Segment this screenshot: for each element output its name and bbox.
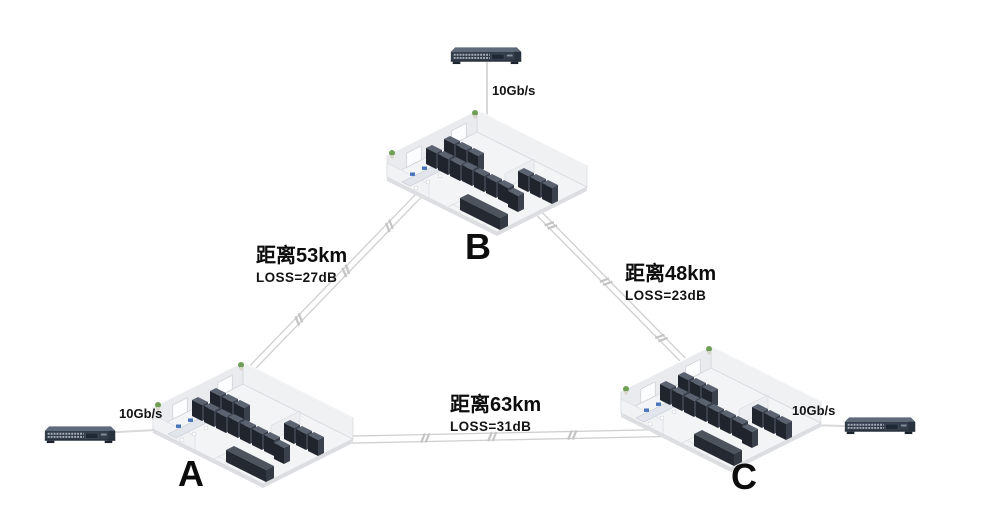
link-label-a-c: 距离63km LOSS=31dB (450, 394, 541, 435)
node-label-a: A (178, 453, 204, 494)
network-switch-b-icon (448, 45, 524, 66)
link-a-c (331, 428, 666, 445)
uplink-rate-a: 10Gb/s (119, 406, 163, 421)
link-label-b-c: 距离48km LOSS=23dB (625, 263, 716, 304)
link-a-b-distance: 距离53km (256, 245, 348, 267)
link-a-c-distance: 距离63km (450, 394, 542, 416)
link-b-c-distance: 距离48km (625, 263, 717, 285)
node-label-b: B (465, 226, 491, 267)
uplink-rate-c: 10Gb/s (792, 403, 836, 418)
link-label-a-b: 距离53km LOSS=27dB (256, 245, 347, 286)
link-a-c-loss: LOSS=31dB (450, 419, 532, 434)
uplink-rate-b: 10Gb/s (492, 83, 536, 98)
node-label-c: C (731, 456, 757, 497)
link-a-b (247, 187, 427, 373)
datacenter-a-icon (138, 356, 358, 511)
link-b-c-loss: LOSS=23dB (625, 288, 707, 303)
network-switch-a-icon (42, 424, 118, 445)
link-a-b-loss: LOSS=27dB (256, 270, 338, 285)
network-switch-c-icon (842, 415, 918, 436)
